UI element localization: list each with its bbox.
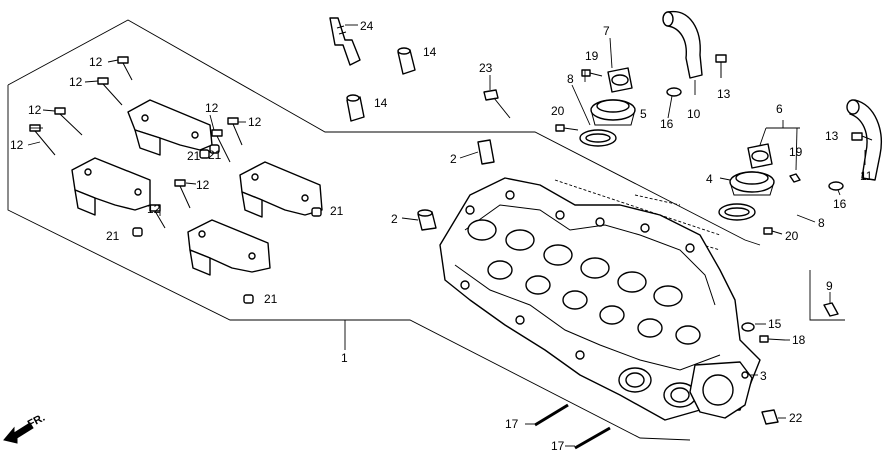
bolts-13 — [715, 54, 873, 141]
insulator-4 — [729, 171, 775, 196]
callout-16: 16 — [833, 197, 847, 211]
callout-12: 12 — [147, 202, 161, 216]
callout-21: 21 — [187, 149, 201, 163]
joint-7 — [607, 67, 633, 93]
front-arrow-icon — [3, 422, 34, 444]
callout-4: 4 — [706, 172, 713, 186]
callout-20: 20 — [551, 104, 565, 118]
callout-21: 21 — [264, 292, 278, 306]
camshaft-holder-3 — [239, 161, 323, 218]
callout-12: 12 — [205, 101, 219, 115]
screws — [555, 69, 801, 235]
callout-14: 14 — [423, 45, 437, 59]
leader-lines — [27, 37, 866, 447]
callout-19: 19 — [585, 49, 599, 63]
plug-lower — [417, 209, 437, 231]
washer-15 — [741, 322, 755, 332]
exhaust-gasket — [689, 361, 753, 419]
callout-12: 12 — [69, 75, 83, 89]
callout-24: 24 — [360, 19, 374, 33]
callout-12: 12 — [89, 55, 103, 69]
callout-10: 10 — [687, 107, 701, 121]
callout-18: 18 — [792, 333, 806, 347]
camshaft-holder-4 — [187, 219, 271, 276]
callout-23: 23 — [479, 61, 493, 75]
plug-cap-upper — [397, 47, 416, 75]
holder-bolts — [29, 56, 243, 229]
front-direction-label: FR. — [26, 412, 47, 431]
callout-1: 1 — [341, 351, 348, 365]
callout-21: 21 — [330, 204, 344, 218]
callout-12: 12 — [196, 178, 210, 192]
cap-22 — [761, 409, 779, 425]
callout-8: 8 — [818, 216, 825, 230]
callout-2: 2 — [391, 212, 398, 226]
callout-13: 13 — [717, 87, 731, 101]
callout-12: 12 — [28, 103, 42, 117]
clamp-8-lower — [718, 203, 756, 221]
washers-16 — [666, 87, 844, 191]
studs-17 — [534, 403, 611, 450]
dowel-pins — [132, 144, 322, 304]
camshaft-holder-2 — [71, 157, 151, 216]
bolt-18 — [759, 335, 786, 343]
clamp-8-upper — [579, 129, 617, 147]
joint-6 — [747, 143, 773, 169]
exhaust-ports — [618, 367, 697, 408]
callout-22: 22 — [789, 411, 803, 425]
callout-21: 21 — [106, 229, 120, 243]
callout-13: 13 — [825, 129, 839, 143]
plug-cap-lower — [346, 94, 365, 122]
plug-upper — [477, 139, 495, 165]
cylinder-head — [439, 177, 761, 421]
callout-17: 17 — [551, 439, 565, 453]
callout-14: 14 — [374, 96, 388, 110]
breather-pipe-11 — [846, 99, 882, 181]
callout-8: 8 — [567, 72, 574, 86]
callout-3: 3 — [760, 369, 767, 383]
callout-17: 17 — [505, 417, 519, 431]
callout-6: 6 — [776, 102, 783, 116]
cam-journals — [467, 219, 701, 345]
callout-16: 16 — [660, 117, 674, 131]
bolt-23 — [483, 89, 511, 119]
callout-20: 20 — [785, 229, 799, 243]
callout-15: 15 — [768, 317, 782, 331]
callout-5: 5 — [640, 107, 647, 121]
sensor-9 — [823, 302, 839, 317]
insulator-5 — [590, 99, 636, 126]
spark-plug — [329, 17, 361, 66]
callout-11: 11 — [860, 169, 873, 183]
callout-12: 12 — [10, 138, 24, 152]
callout-21: 21 — [208, 148, 222, 162]
breather-pipe-10 — [662, 10, 703, 79]
callout-9: 9 — [826, 279, 833, 293]
callout-12: 12 — [248, 115, 262, 129]
callout-2: 2 — [450, 152, 457, 166]
callout-19: 19 — [789, 145, 803, 159]
callout-labels: 1 2 2 3 4 5 6 7 8 8 9 10 11 12 12 12 12 … — [10, 19, 873, 453]
front-direction-indicator: FR. — [3, 412, 47, 444]
callout-7: 7 — [603, 24, 610, 38]
camshaft-holder-1 — [127, 99, 213, 156]
